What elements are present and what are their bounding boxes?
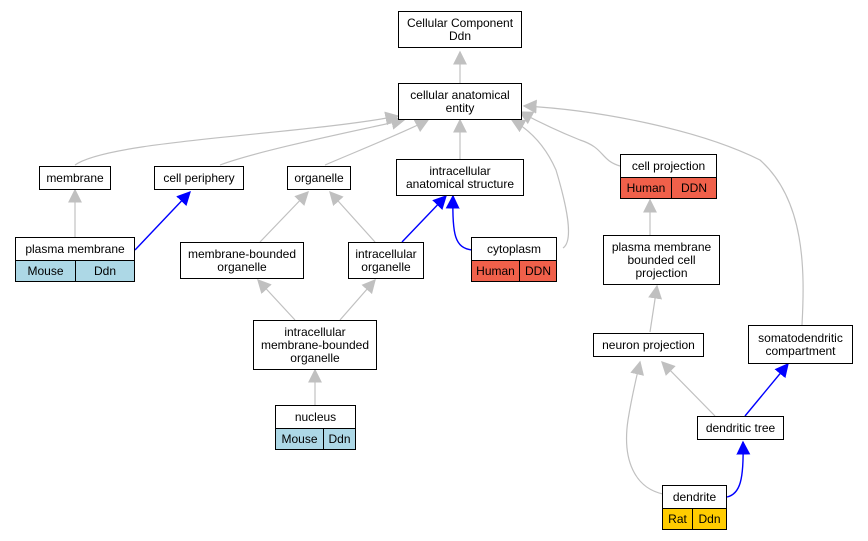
- edge-cellprojection-to-cae: [518, 111, 621, 167]
- edge-io-to-ias: [401, 194, 447, 243]
- edge-plasmamembrane-to-cellperiphery: [134, 190, 191, 251]
- edge-organelle-to-cae: [324, 119, 430, 166]
- species-row-cytoplasm: Human DDN: [471, 260, 557, 282]
- node-label: organelle: [361, 259, 411, 274]
- species-row-nucleus: Mouse Ddn: [275, 428, 356, 450]
- node-label: organelle: [290, 350, 340, 365]
- node-cell-projection[interactable]: cell projection: [620, 154, 717, 178]
- gene-cell-ddn: Ddn: [76, 260, 135, 282]
- node-label: compartment: [765, 343, 836, 358]
- node-label: membrane-bounded: [260, 337, 370, 352]
- node-cytoplasm[interactable]: cytoplasm: [471, 237, 557, 261]
- node-dendrite[interactable]: dendrite: [662, 485, 727, 509]
- gene-cell-ddn: DDN: [672, 177, 717, 199]
- species-cell-mouse: Mouse: [275, 428, 324, 450]
- species-row-cell-projection: Human DDN: [620, 177, 717, 199]
- edge-imbo-to-io: [339, 278, 376, 321]
- node-neuron-projection[interactable]: neuron projection: [593, 333, 704, 357]
- node-label: plasma membrane: [611, 239, 712, 254]
- node-label: organelle: [217, 259, 267, 274]
- species-cell-human: Human: [620, 177, 672, 199]
- node-label: intracellular: [284, 324, 346, 339]
- node-label: membrane-bounded: [187, 246, 297, 261]
- edge-dendritictree-to-somatodendritic: [744, 362, 789, 417]
- edge-dendrite-to-neuronprojection: [626, 360, 664, 495]
- node-label: intracellular: [429, 163, 491, 178]
- node-label: membrane: [46, 170, 104, 185]
- species-cell-human: Human: [471, 260, 520, 282]
- edge-mbo-to-organelle: [259, 190, 309, 243]
- edge-cytoplasm-to-ias: [445, 194, 473, 251]
- node-membrane[interactable]: membrane: [39, 166, 111, 190]
- node-dendritic-tree[interactable]: dendritic tree: [697, 416, 784, 440]
- node-organelle[interactable]: organelle: [287, 166, 351, 190]
- node-cell-periphery[interactable]: cell periphery: [154, 166, 244, 190]
- node-label: cellular anatomical: [410, 87, 510, 102]
- node-label: projection: [635, 265, 688, 280]
- edge-dendrite-to-dendritictree: [726, 440, 751, 498]
- gene-cell-ddn: Ddn: [324, 428, 356, 450]
- node-label: Cellular Component: [406, 15, 514, 30]
- node-label: dendrite: [672, 489, 717, 504]
- node-label: dendritic tree: [705, 420, 776, 435]
- gene-cell-ddn: DDN: [520, 260, 557, 282]
- edge-io-to-organelle: [329, 190, 376, 243]
- node-label: intracellular: [355, 246, 417, 261]
- edge-cellperiphery-to-cae: [219, 115, 406, 166]
- edge-dendritictree-to-neuronprojection: [661, 361, 716, 417]
- node-label: plasma membrane: [25, 241, 125, 256]
- node-nucleus[interactable]: nucleus: [275, 405, 356, 429]
- node-label: bounded cell: [627, 252, 696, 267]
- node-plasma-membrane[interactable]: plasma membrane: [15, 237, 135, 261]
- node-label: cytoplasm: [486, 241, 542, 256]
- species-row-plasma-membrane: Mouse Ddn: [15, 260, 135, 282]
- node-label: cell periphery: [163, 170, 235, 185]
- node-label: anatomical structure: [405, 176, 515, 191]
- node-label: somatodendritic: [758, 330, 843, 345]
- edge-neuronprojection-to-pmbcp: [648, 284, 663, 333]
- edge-membrane-to-cae: [74, 111, 400, 166]
- node-label: cell projection: [631, 158, 706, 173]
- edge-cytoplasm-to-cae: [510, 119, 570, 249]
- node-label: nucleus: [294, 409, 337, 424]
- species-cell-mouse: Mouse: [15, 260, 76, 282]
- edge-somatodendritic-to-cae: [522, 99, 804, 326]
- edge-imbo-to-mbo: [257, 278, 296, 321]
- species-row-dendrite: Rat Ddn: [662, 508, 727, 530]
- species-cell-rat: Rat: [662, 508, 693, 530]
- node-label: organelle: [294, 170, 344, 185]
- gene-cell-ddn: Ddn: [693, 508, 727, 530]
- node-label: Ddn: [448, 28, 471, 43]
- node-label: entity: [445, 100, 475, 115]
- node-label: neuron projection: [602, 337, 695, 352]
